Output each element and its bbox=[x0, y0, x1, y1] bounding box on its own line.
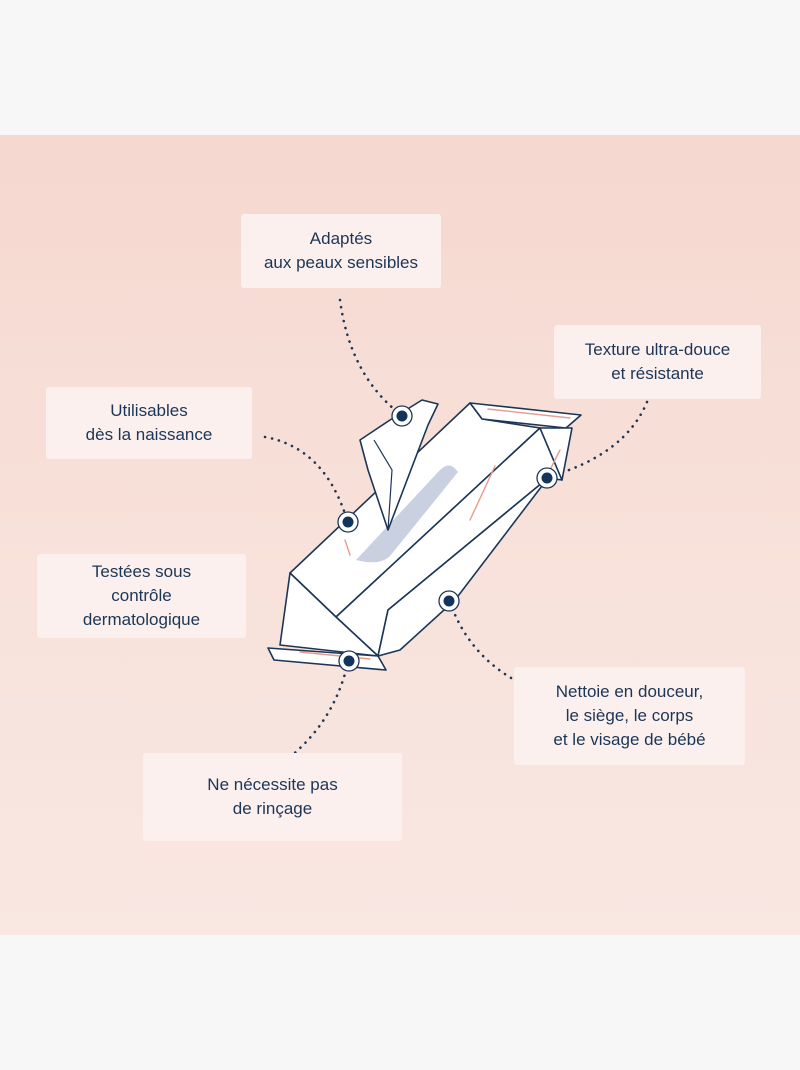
feature-text: contrôle bbox=[111, 586, 172, 605]
accent-stripe bbox=[487, 408, 571, 419]
feature-text: Testées sous bbox=[91, 562, 192, 581]
feature-markers bbox=[337, 405, 558, 672]
accent-stripe bbox=[549, 449, 561, 471]
feature-card-tested: Testées sous contrôle dermatologique bbox=[37, 554, 246, 638]
feature-text: et résistante bbox=[611, 364, 704, 383]
wipes-pack bbox=[267, 402, 582, 671]
leader-line-rinse bbox=[288, 660, 350, 759]
dot-marker-icon bbox=[438, 590, 460, 612]
dot-marker-icon bbox=[391, 405, 413, 427]
feature-card-rinse: Ne nécessite pas de rinçage bbox=[143, 753, 402, 841]
feature-text: Ne nécessite pas bbox=[207, 775, 338, 794]
leader-line-cleans bbox=[448, 600, 530, 689]
feature-text: Texture ultra-douce bbox=[584, 340, 731, 359]
dot-marker-icon bbox=[536, 467, 558, 489]
feature-text: le siège, le corps bbox=[565, 706, 694, 725]
feature-text: aux peaux sensibles bbox=[263, 253, 419, 272]
dot-marker-icon bbox=[338, 650, 360, 672]
feature-text: Nettoie en douceur, bbox=[555, 682, 704, 701]
feature-text: de rinçage bbox=[232, 799, 313, 818]
accent-stripe bbox=[344, 539, 351, 556]
feature-card-birth: Utilisables dès la naissance bbox=[46, 387, 252, 459]
pack-lower-face bbox=[377, 477, 549, 657]
pack-right-end bbox=[539, 427, 573, 481]
label-window bbox=[356, 465, 458, 563]
leader-line-birth bbox=[263, 435, 349, 522]
wipe-fold bbox=[373, 439, 393, 531]
accent-stripe bbox=[469, 465, 496, 521]
feature-text: dès la naissance bbox=[85, 425, 213, 444]
feature-text: Utilisables bbox=[110, 401, 188, 420]
leader-line-sensitive bbox=[338, 298, 402, 416]
dot-marker-icon bbox=[337, 511, 359, 533]
feature-card-cleans: Nettoie en douceur, le siège, le corps e… bbox=[514, 667, 745, 765]
feature-card-texture: Texture ultra-douce et résistante bbox=[554, 325, 761, 399]
feature-text: et le visage de bébé bbox=[553, 730, 706, 749]
feature-text: Adaptés bbox=[309, 229, 373, 248]
feature-card-sensitive: Adaptés aux peaux sensibles bbox=[241, 214, 441, 288]
feature-text: dermatologique bbox=[82, 610, 201, 629]
